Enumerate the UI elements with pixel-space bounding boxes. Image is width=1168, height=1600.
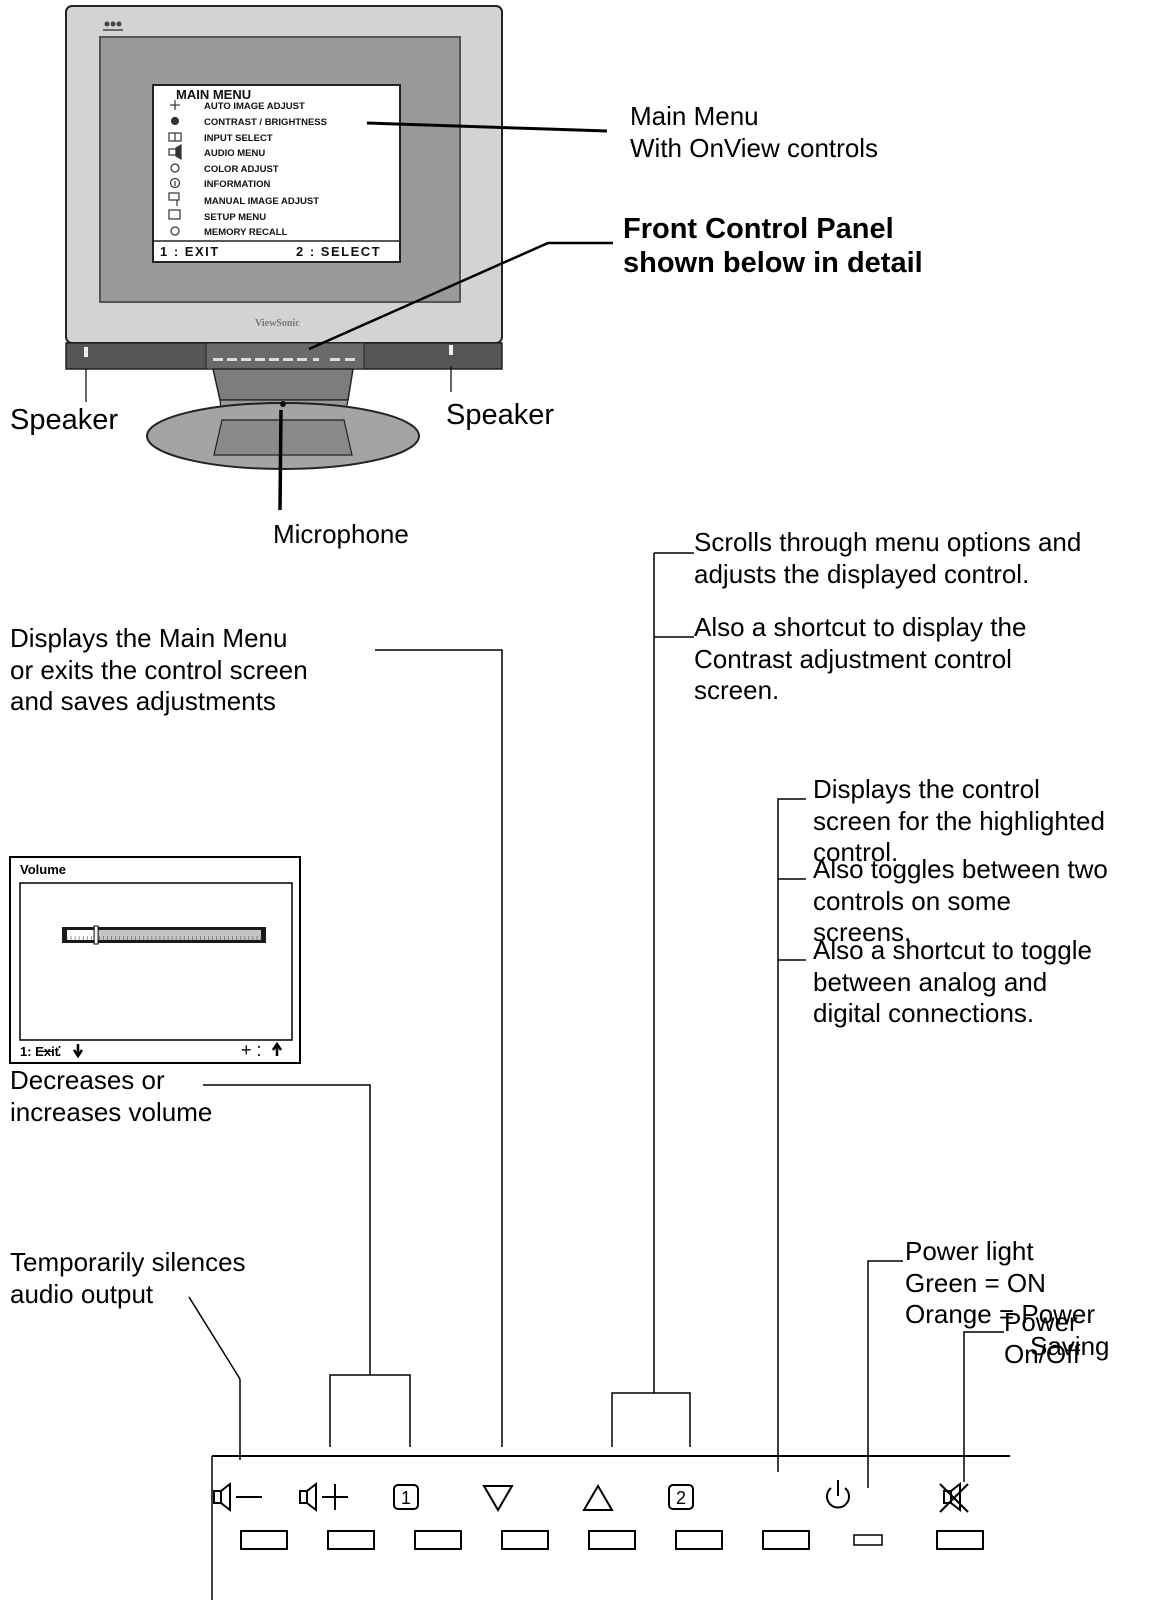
viewsonic-logo-icon bbox=[103, 21, 123, 31]
microphone-label: Microphone bbox=[273, 519, 409, 549]
menu-item: MEMORY RECALL bbox=[204, 227, 288, 238]
box-1-icon: 1 bbox=[393, 1484, 419, 1510]
volume-up-button[interactable] bbox=[327, 1530, 375, 1550]
front-panel-buttons bbox=[240, 1530, 984, 1550]
front-panel-strip bbox=[205, 342, 365, 370]
monitor-neck bbox=[212, 368, 354, 401]
lower-leader-lines bbox=[188, 552, 1010, 1600]
brightness-icon bbox=[170, 116, 180, 126]
setup-icon bbox=[168, 209, 181, 220]
information-icon bbox=[169, 177, 181, 189]
brand-label: ViewSonic bbox=[255, 318, 300, 329]
menu-item: AUDIO MENU bbox=[204, 148, 266, 159]
menu-item: SETUP MENU bbox=[204, 212, 267, 223]
volume-slider-bar bbox=[67, 930, 261, 940]
input-button[interactable] bbox=[762, 1530, 810, 1550]
color-icon bbox=[170, 163, 180, 173]
power-icon bbox=[826, 1480, 850, 1509]
button-1[interactable] bbox=[414, 1530, 462, 1550]
speaker-left-label: Speaker bbox=[10, 404, 119, 436]
svg-text:2: 2 bbox=[676, 1488, 686, 1508]
mute-icon bbox=[939, 1481, 969, 1513]
volume-plus-hint: + : bbox=[241, 1040, 262, 1060]
menu-item: INFORMATION bbox=[204, 179, 271, 190]
triangle-down-icon bbox=[482, 1485, 514, 1512]
power-light bbox=[853, 1534, 883, 1546]
strip-buttons bbox=[213, 358, 355, 361]
menu-select-hint: 2 : SELECT bbox=[296, 244, 382, 259]
onscreen-menu bbox=[152, 84, 401, 263]
svg-text:1: 1 bbox=[401, 1488, 411, 1508]
manual-adjust-icon bbox=[168, 192, 180, 206]
menu-item: COLOR ADJUST bbox=[204, 164, 279, 175]
up-button[interactable] bbox=[588, 1530, 636, 1550]
volume-slider-knob bbox=[93, 925, 99, 945]
volume-minus-hint: – : bbox=[42, 1040, 63, 1060]
audio-icon bbox=[168, 143, 182, 161]
volume-osd-title: Volume bbox=[20, 862, 66, 877]
speaker-right-marker bbox=[449, 345, 453, 355]
top-leader-lines bbox=[85, 121, 613, 511]
down-arrow-icon bbox=[72, 1044, 84, 1059]
power-button[interactable] bbox=[936, 1530, 984, 1550]
speaker-right-label: Speaker bbox=[446, 399, 555, 431]
microphone-dot bbox=[280, 401, 286, 407]
front-panel-icons: 1 2 bbox=[213, 1480, 969, 1513]
volume-osd bbox=[9, 856, 301, 1064]
speaker-plus-icon bbox=[299, 1481, 348, 1513]
up-arrow-icon bbox=[271, 1041, 283, 1056]
volume-down-button[interactable] bbox=[240, 1530, 288, 1550]
button-2[interactable] bbox=[675, 1530, 723, 1550]
menu-item: INPUT SELECT bbox=[204, 133, 273, 144]
onscreen-menu-title: MAIN MENU bbox=[176, 87, 252, 102]
volume-exit-hint: 1: Exit bbox=[20, 1044, 60, 1059]
menu-icons bbox=[168, 100, 182, 236]
memory-recall-icon bbox=[170, 226, 180, 236]
speaker-left-marker bbox=[84, 347, 88, 357]
monitor bbox=[65, 5, 503, 470]
menu-item: MANUAL IMAGE ADJUST bbox=[204, 196, 320, 207]
speaker-minus-icon bbox=[213, 1481, 262, 1513]
box-2-icon: 2 bbox=[668, 1484, 694, 1510]
auto-adjust-icon bbox=[170, 100, 180, 110]
down-button[interactable] bbox=[501, 1530, 549, 1550]
menu-exit-hint: 1 : EXIT bbox=[160, 244, 220, 259]
triangle-up-icon bbox=[582, 1484, 614, 1511]
input-select-icon bbox=[168, 132, 182, 142]
menu-item: CONTRAST / BRIGHTNESS bbox=[204, 117, 327, 128]
menu-item: AUTO IMAGE ADJUST bbox=[204, 101, 305, 112]
